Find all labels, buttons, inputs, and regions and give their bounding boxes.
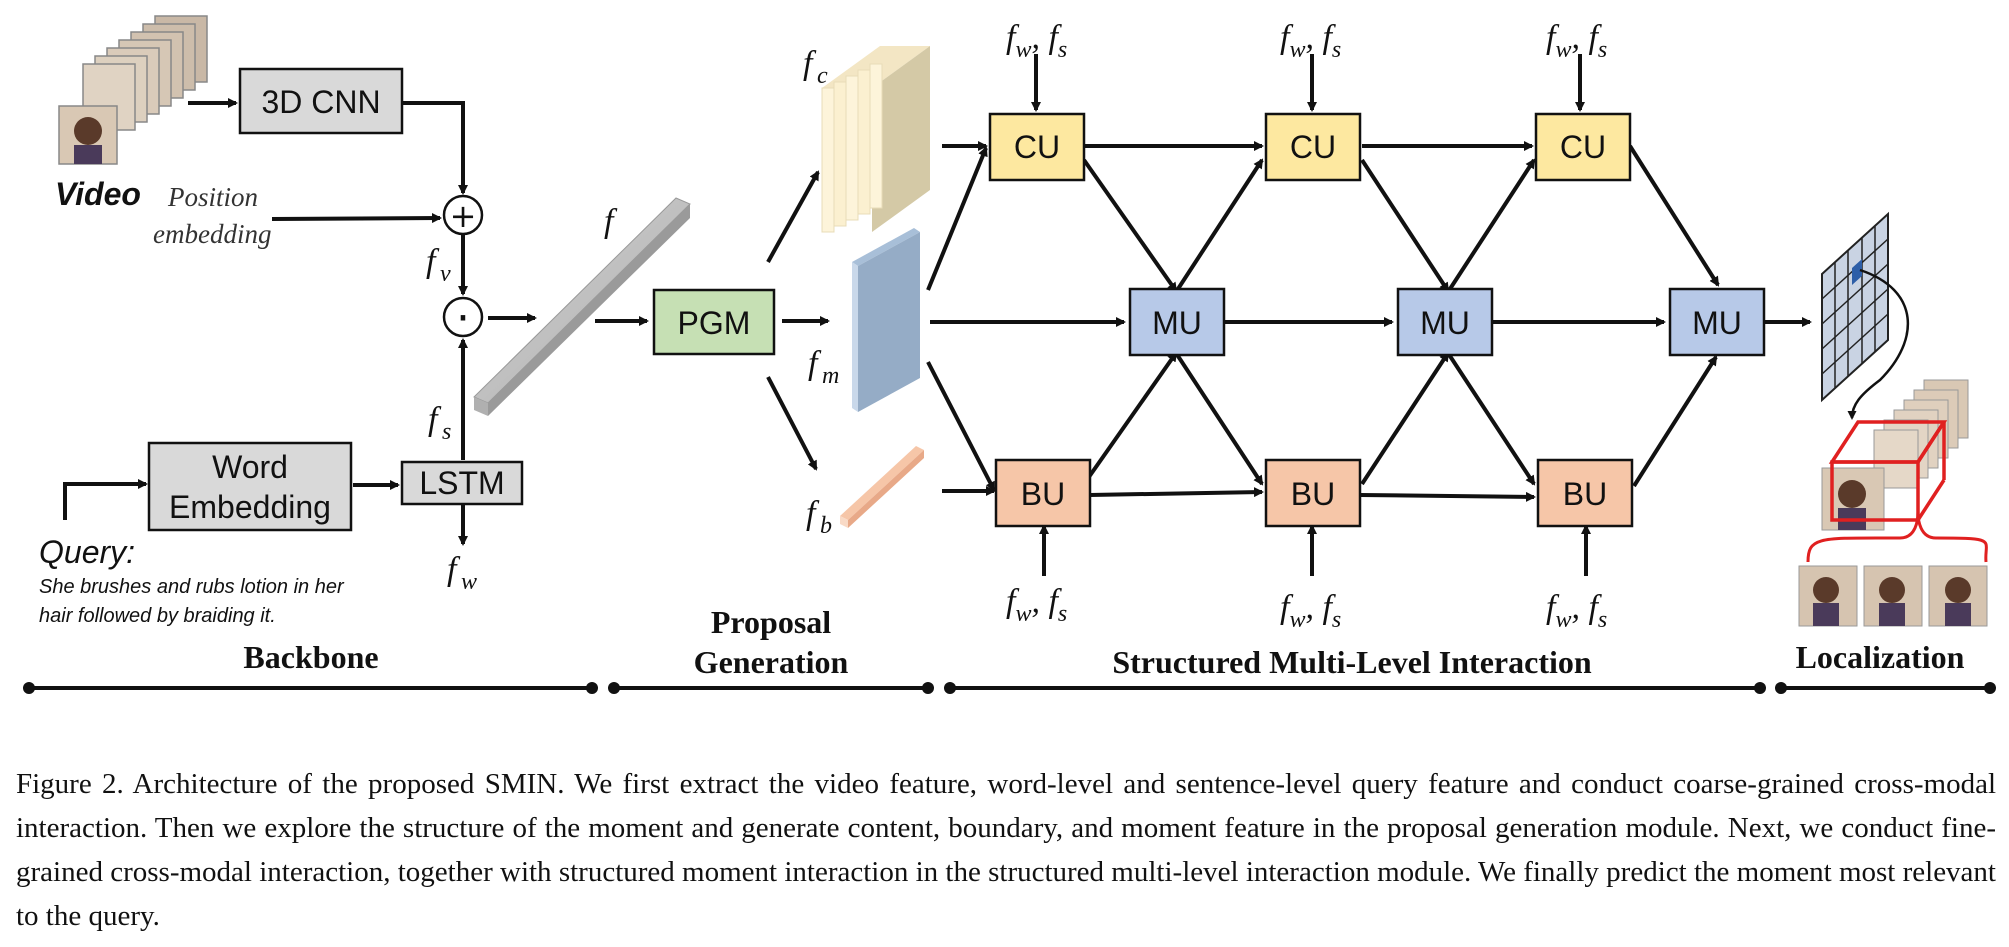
svg-text:m: m [822,363,839,389]
score-map-grid [1821,211,1889,403]
svg-text:w: w [461,569,477,595]
svg-text:f: f [447,551,461,588]
fm-label: f m [808,345,839,389]
figure-caption: Figure 2. Architecture of the proposed S… [16,768,1996,932]
section-interaction: Structured Multi-Level Interaction [1112,644,1592,680]
3d-cnn-box [238,67,404,135]
svg-text:BU: BU [1021,476,1065,512]
svg-text:s: s [442,419,451,445]
fv-label: f v [426,243,451,287]
svg-text:fw, fs: fw, fs [1280,589,1341,633]
bu-box: BU [994,458,1092,528]
fs-label-backbone: f s [428,401,451,445]
multiply-operator [442,296,484,338]
localized-frames [1821,379,1969,531]
fw-fs-input-label: fw, fs [1006,583,1067,627]
plus-symbol: + [450,197,477,235]
boundary-feature-fb [840,446,924,528]
cu-box: CU [1534,112,1632,182]
timeline-interaction [944,682,1766,694]
mu-box: MU [1396,287,1494,357]
fb-label: f b [806,495,832,539]
section-proposal-1: Proposal [711,604,831,640]
selection-brace [1806,511,1988,563]
query-text-1: She brushes and rubs lotion in her [39,576,345,598]
section-backbone: Backbone [243,639,378,675]
fw-fs-input-label: fw, fs [1546,589,1607,633]
svg-text:MU: MU [1420,305,1470,341]
lstm-label: LSTM [419,465,504,501]
video-label: Video [55,176,141,212]
timeline-localization [1775,682,1996,694]
content-feature-fc [821,46,930,233]
pgm-label: PGM [678,305,751,341]
svg-text:fw, fs: fw, fs [1280,19,1341,63]
svg-text:f: f [803,45,817,82]
svg-text:CU: CU [1014,129,1060,165]
svg-text:f: f [428,401,442,438]
architecture-diagram: Video Position embedding 3D CNN + f v · … [23,15,1996,694]
dot-symbol: · [456,293,470,344]
3d-cnn-label: 3D CNN [261,84,380,120]
mu-box: MU [1668,287,1766,357]
moment-feature-fm [852,228,920,412]
svg-text:f: f [426,243,440,280]
query-text-2: hair followed by braiding it. [39,605,276,627]
cu-box: CU [988,112,1086,182]
pgm-box [652,288,776,356]
svg-text:CU: CU [1290,129,1336,165]
svg-text:MU: MU [1152,305,1202,341]
localization-arrow [1847,268,1910,420]
svg-text:BU: BU [1291,476,1335,512]
fc-label: f c [803,45,828,89]
fw-fs-input-label: fw, fs [1546,19,1607,63]
fw-fs-input-label: fw, fs [1280,589,1341,633]
fw-label-backbone: f w [447,551,477,595]
svg-text:v: v [440,261,451,287]
svg-text:fw, fs: fw, fs [1006,583,1067,627]
video-frames [58,15,208,165]
section-localization: Localization [1796,639,1965,675]
svg-text:f: f [806,495,820,532]
svg-text:b: b [820,513,832,539]
timeline-proposal [608,682,934,694]
svg-text:c: c [817,63,828,89]
svg-text:fw, fs: fw, fs [1546,589,1607,633]
svg-text:fw, fs: fw, fs [1546,19,1607,63]
bu-box: BU [1536,458,1634,528]
timeline-backbone [23,682,598,694]
svg-text:CU: CU [1560,129,1606,165]
svg-text:BU: BU [1563,476,1607,512]
bu-box: BU [1264,458,1362,528]
mu-box: MU [1128,287,1226,357]
cu-box: CU [1264,112,1362,182]
svg-text:MU: MU [1692,305,1742,341]
feature-bar-f [473,197,691,416]
position-embedding-label-2: embedding [153,219,271,249]
word-embedding-label-1: Word [212,449,288,485]
position-embedding-label-1: Position [167,182,258,212]
query-label: Query: [39,534,135,570]
word-embedding-box [147,441,353,532]
result-frames [1798,565,1988,627]
f-label: f [604,203,618,240]
fw-fs-input-label: fw, fs [1280,19,1341,63]
svg-text:f: f [808,345,822,382]
word-embedding-label-2: Embedding [169,489,331,525]
section-proposal-2: Generation [694,644,849,680]
